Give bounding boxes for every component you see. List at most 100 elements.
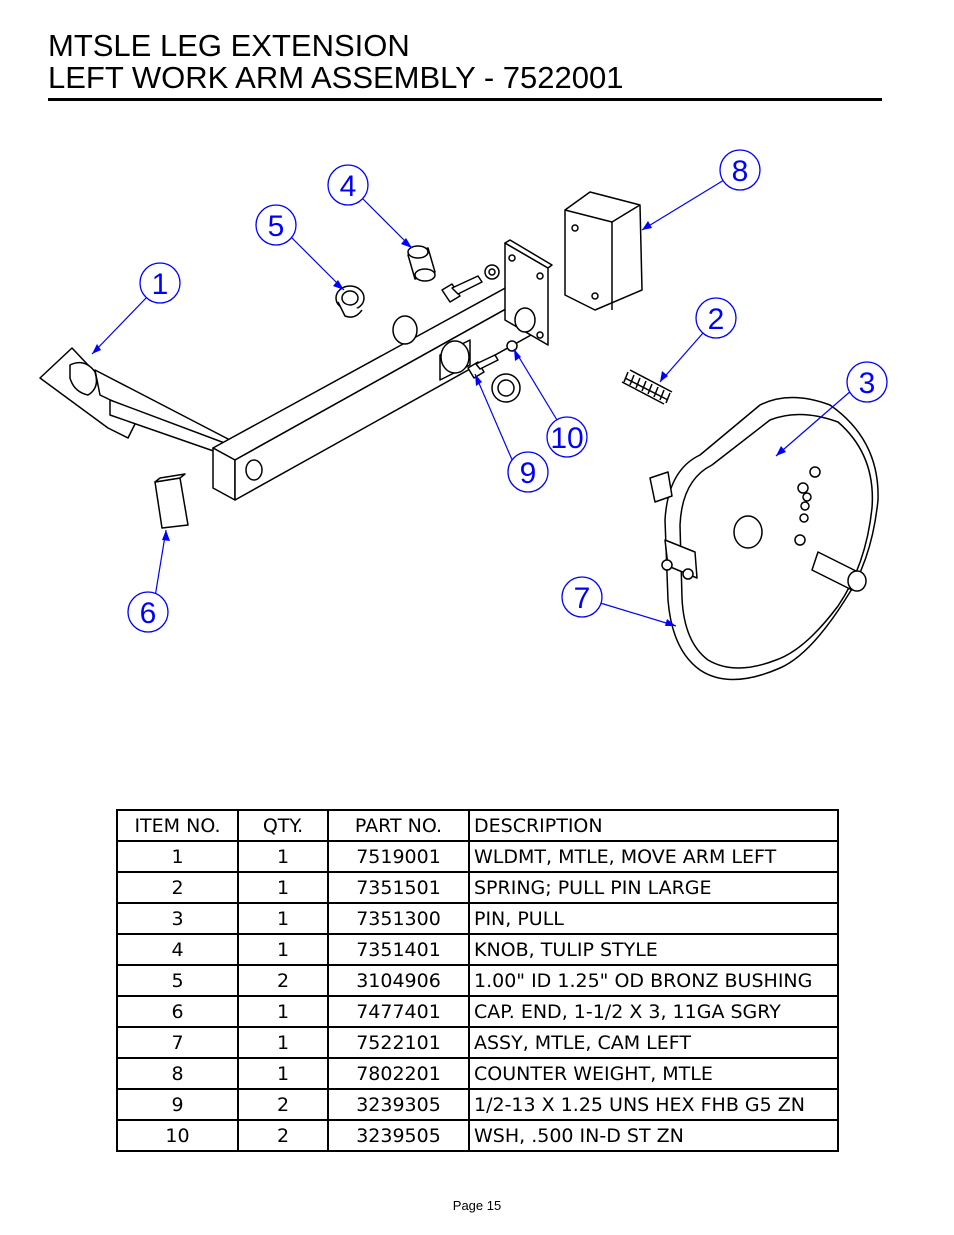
callout-circle-2 xyxy=(695,297,737,339)
cell-desc: ASSY, MTLE, CAM LEFT xyxy=(468,1026,839,1059)
callout-circle-9 xyxy=(507,451,549,493)
cell-item: 2 xyxy=(116,871,239,904)
callout-circle-3 xyxy=(846,361,888,403)
table-row: 2 1 7351501 SPRING; PULL PIN LARGE xyxy=(116,871,839,904)
table-row: 4 1 7351401 KNOB, TULIP STYLE xyxy=(116,933,839,966)
part-knob xyxy=(407,245,436,282)
cell-desc: SPRING; PULL PIN LARGE xyxy=(468,871,839,904)
cell-item: 7 xyxy=(116,1026,239,1059)
header-qty: QTY. xyxy=(237,809,329,842)
table-row: 10 2 3239505 WSH, .500 IN-D ST ZN xyxy=(116,1119,839,1152)
leader-9 xyxy=(474,373,514,463)
cell-part: 7477401 xyxy=(327,995,470,1028)
callout-9: 9 xyxy=(520,457,537,490)
part-end-cap xyxy=(154,473,189,529)
callout-6: 6 xyxy=(140,597,157,630)
cell-part: 3104906 xyxy=(327,964,470,997)
table-header-row: ITEM NO. QTY. PART NO. DESCRIPTION xyxy=(116,809,839,842)
callout-circle-5 xyxy=(255,204,297,246)
cell-qty: 1 xyxy=(237,1057,329,1090)
leader-4 xyxy=(359,195,413,249)
table-row: 9 2 3239305 1/2-13 X 1.25 UNS HEX FHB G5… xyxy=(116,1088,839,1121)
title-underline xyxy=(48,98,882,101)
cell-qty: 1 xyxy=(237,933,329,966)
leader-8 xyxy=(641,179,725,231)
table-row: 7 1 7522101 ASSY, MTLE, CAM LEFT xyxy=(116,1026,839,1059)
cell-part: 7522101 xyxy=(327,1026,470,1059)
cell-part: 7351300 xyxy=(327,902,470,935)
leader-3 xyxy=(775,389,853,457)
cell-desc: COUNTER WEIGHT, MTLE xyxy=(468,1057,839,1090)
callout-4: 4 xyxy=(340,170,357,203)
callout-circle-6 xyxy=(127,591,169,633)
cell-part: 7802201 xyxy=(327,1057,470,1090)
callout-circle-10 xyxy=(546,416,588,458)
leader-2 xyxy=(659,332,704,383)
callout-7: 7 xyxy=(574,582,591,615)
part-spring xyxy=(621,369,673,405)
cell-desc: KNOB, TULIP STYLE xyxy=(468,933,839,966)
cell-desc: 1.00" ID 1.25" OD BRONZ BUSHING xyxy=(468,964,839,997)
cell-desc: WLDMT, MTLE, MOVE ARM LEFT xyxy=(468,840,839,873)
callout-3: 3 xyxy=(859,367,876,400)
header-item-no: ITEM NO. xyxy=(116,809,239,842)
cell-qty: 1 xyxy=(237,871,329,904)
page-title: MTSLE LEG EXTENSION LEFT WORK ARM ASSEMB… xyxy=(48,30,623,94)
cell-qty: 1 xyxy=(237,1026,329,1059)
part-bolt-9 xyxy=(467,340,521,403)
cell-qty: 1 xyxy=(237,995,329,1028)
cell-qty: 1 xyxy=(237,902,329,935)
cell-part: 7351501 xyxy=(327,871,470,904)
table-row: 5 2 3104906 1.00" ID 1.25" OD BRONZ BUSH… xyxy=(116,964,839,997)
callout-5: 5 xyxy=(268,210,285,243)
part-counter-weight xyxy=(564,191,643,311)
cell-item: 5 xyxy=(116,964,239,997)
cell-qty: 2 xyxy=(237,1119,329,1152)
exploded-diagram: 1 2 3 4 5 6 7 8 9 10 xyxy=(39,149,888,681)
leader-6 xyxy=(154,529,167,598)
cell-part: 7351401 xyxy=(327,933,470,966)
table-row: 1 1 7519001 WLDMT, MTLE, MOVE ARM LEFT xyxy=(116,840,839,873)
cell-desc: 1/2-13 X 1.25 UNS HEX FHB G5 ZN xyxy=(468,1088,839,1121)
cell-desc: CAP. END, 1-1/2 X 3, 11GA SGRY xyxy=(468,995,839,1028)
callout-circle-7 xyxy=(561,576,603,618)
callout-10: 10 xyxy=(550,422,583,455)
cell-qty: 1 xyxy=(237,840,329,873)
table-row: 8 1 7802201 COUNTER WEIGHT, MTLE xyxy=(116,1057,839,1090)
header-part-no: PART NO. xyxy=(327,809,470,842)
table-row: 6 1 7477401 CAP. END, 1-1/2 X 3, 11GA SG… xyxy=(116,995,839,1028)
title-line-2: LEFT WORK ARM ASSEMBLY - 7522001 xyxy=(48,60,624,95)
cell-item: 4 xyxy=(116,933,239,966)
callout-8: 8 xyxy=(732,155,749,188)
cell-part: 3239505 xyxy=(327,1119,470,1152)
cell-item: 9 xyxy=(116,1088,239,1121)
part-cam-assembly xyxy=(649,396,879,681)
cell-item: 3 xyxy=(116,902,239,935)
cell-part: 3239305 xyxy=(327,1088,470,1121)
page-number: Page 15 xyxy=(452,1198,502,1213)
leader-5 xyxy=(289,235,345,291)
callout-circle-8 xyxy=(719,149,761,191)
cell-desc: PIN, PULL xyxy=(468,902,839,935)
table-row: 3 1 7351300 PIN, PULL xyxy=(116,902,839,935)
leader-10 xyxy=(513,348,561,426)
cell-item: 8 xyxy=(116,1057,239,1090)
part-weldment-arm xyxy=(39,239,553,501)
leader-1 xyxy=(91,295,149,355)
part-bushing xyxy=(335,285,365,318)
cell-item: 1 xyxy=(116,840,239,873)
callout-circle-4 xyxy=(327,164,369,206)
cell-item: 10 xyxy=(116,1119,239,1152)
title-line-1: MTSLE LEG EXTENSION xyxy=(48,28,410,63)
header-description: DESCRIPTION xyxy=(468,809,839,842)
callout-1: 1 xyxy=(152,268,169,301)
cell-qty: 2 xyxy=(237,1088,329,1121)
callout-2: 2 xyxy=(708,303,725,336)
leader-7 xyxy=(596,601,677,627)
part-bolt-top xyxy=(441,264,500,303)
parts-table: ITEM NO. QTY. PART NO. DESCRIPTION 1 1 7… xyxy=(116,809,839,1152)
cell-qty: 2 xyxy=(237,964,329,997)
callout-circle-1 xyxy=(139,262,181,304)
cell-part: 7519001 xyxy=(327,840,470,873)
cell-desc: WSH, .500 IN-D ST ZN xyxy=(468,1119,839,1152)
